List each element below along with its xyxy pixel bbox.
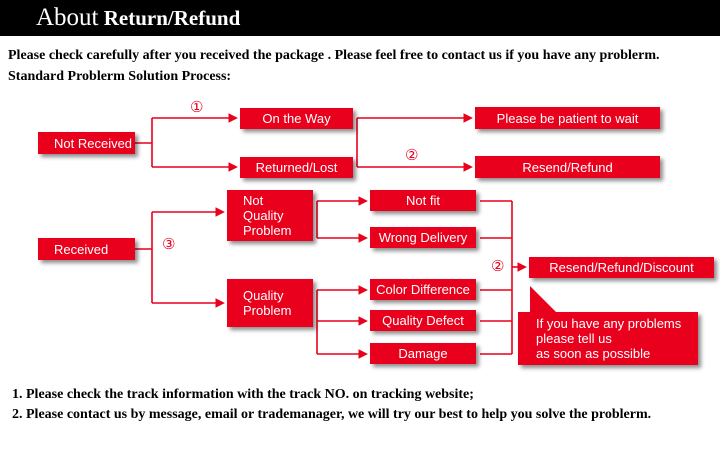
nq-line-1: Not	[243, 193, 264, 208]
nq-line-3: Problem	[243, 223, 292, 238]
box-resend-refund: Resend/Refund	[475, 156, 660, 178]
marker-three: ③	[162, 235, 176, 253]
box-not-fit: Not fit	[370, 190, 476, 211]
callout-line-2: please tell us	[536, 331, 612, 346]
box-returned-lost: Returned/Lost	[240, 157, 353, 178]
header-bar: About Return/Refund	[0, 0, 720, 36]
title-about: About	[36, 4, 99, 31]
marker-two-top: ②	[405, 146, 419, 164]
note-2: 2. Please contact us by message, email o…	[12, 407, 652, 422]
marker-two-right: ②	[491, 257, 505, 275]
callout-line-1: If you have any problems	[536, 316, 682, 331]
intro-line-2: Standard Problerm Solution Process:	[8, 69, 232, 84]
note-1: 1. Please check the track information wi…	[12, 387, 474, 402]
q-line-2: Problem	[243, 303, 292, 318]
marker-one: ①	[190, 98, 204, 116]
box-not-quality-problem: Not Quality Problem	[227, 190, 313, 241]
intro-line-1: Please check carefully after you receive…	[8, 48, 660, 63]
box-color-difference: Color Difference	[370, 279, 476, 300]
box-damage: Damage	[370, 343, 476, 364]
page-title: About Return/Refund	[36, 2, 240, 34]
callout-pointer	[530, 286, 562, 318]
q-line-1: Quality	[243, 288, 284, 303]
box-be-patient: Please be patient to wait	[475, 107, 660, 129]
title-return-refund: Return/Refund	[98, 6, 241, 30]
callout-box: If you have any problems please tell us …	[518, 312, 698, 365]
box-resend-refund-discount: Resend/Refund/Discount	[529, 257, 714, 278]
callout-line-3: as soon as possible	[536, 346, 651, 361]
box-on-the-way: On the Way	[240, 108, 353, 129]
box-quality-problem: Quality Problem	[227, 279, 313, 327]
box-wrong-delivery: Wrong Delivery	[370, 227, 476, 248]
box-not-received: Not Received	[38, 132, 135, 154]
nq-line-2: Quality	[243, 208, 284, 223]
box-quality-defect: Quality Defect	[370, 310, 476, 331]
box-received: Received	[38, 238, 135, 260]
